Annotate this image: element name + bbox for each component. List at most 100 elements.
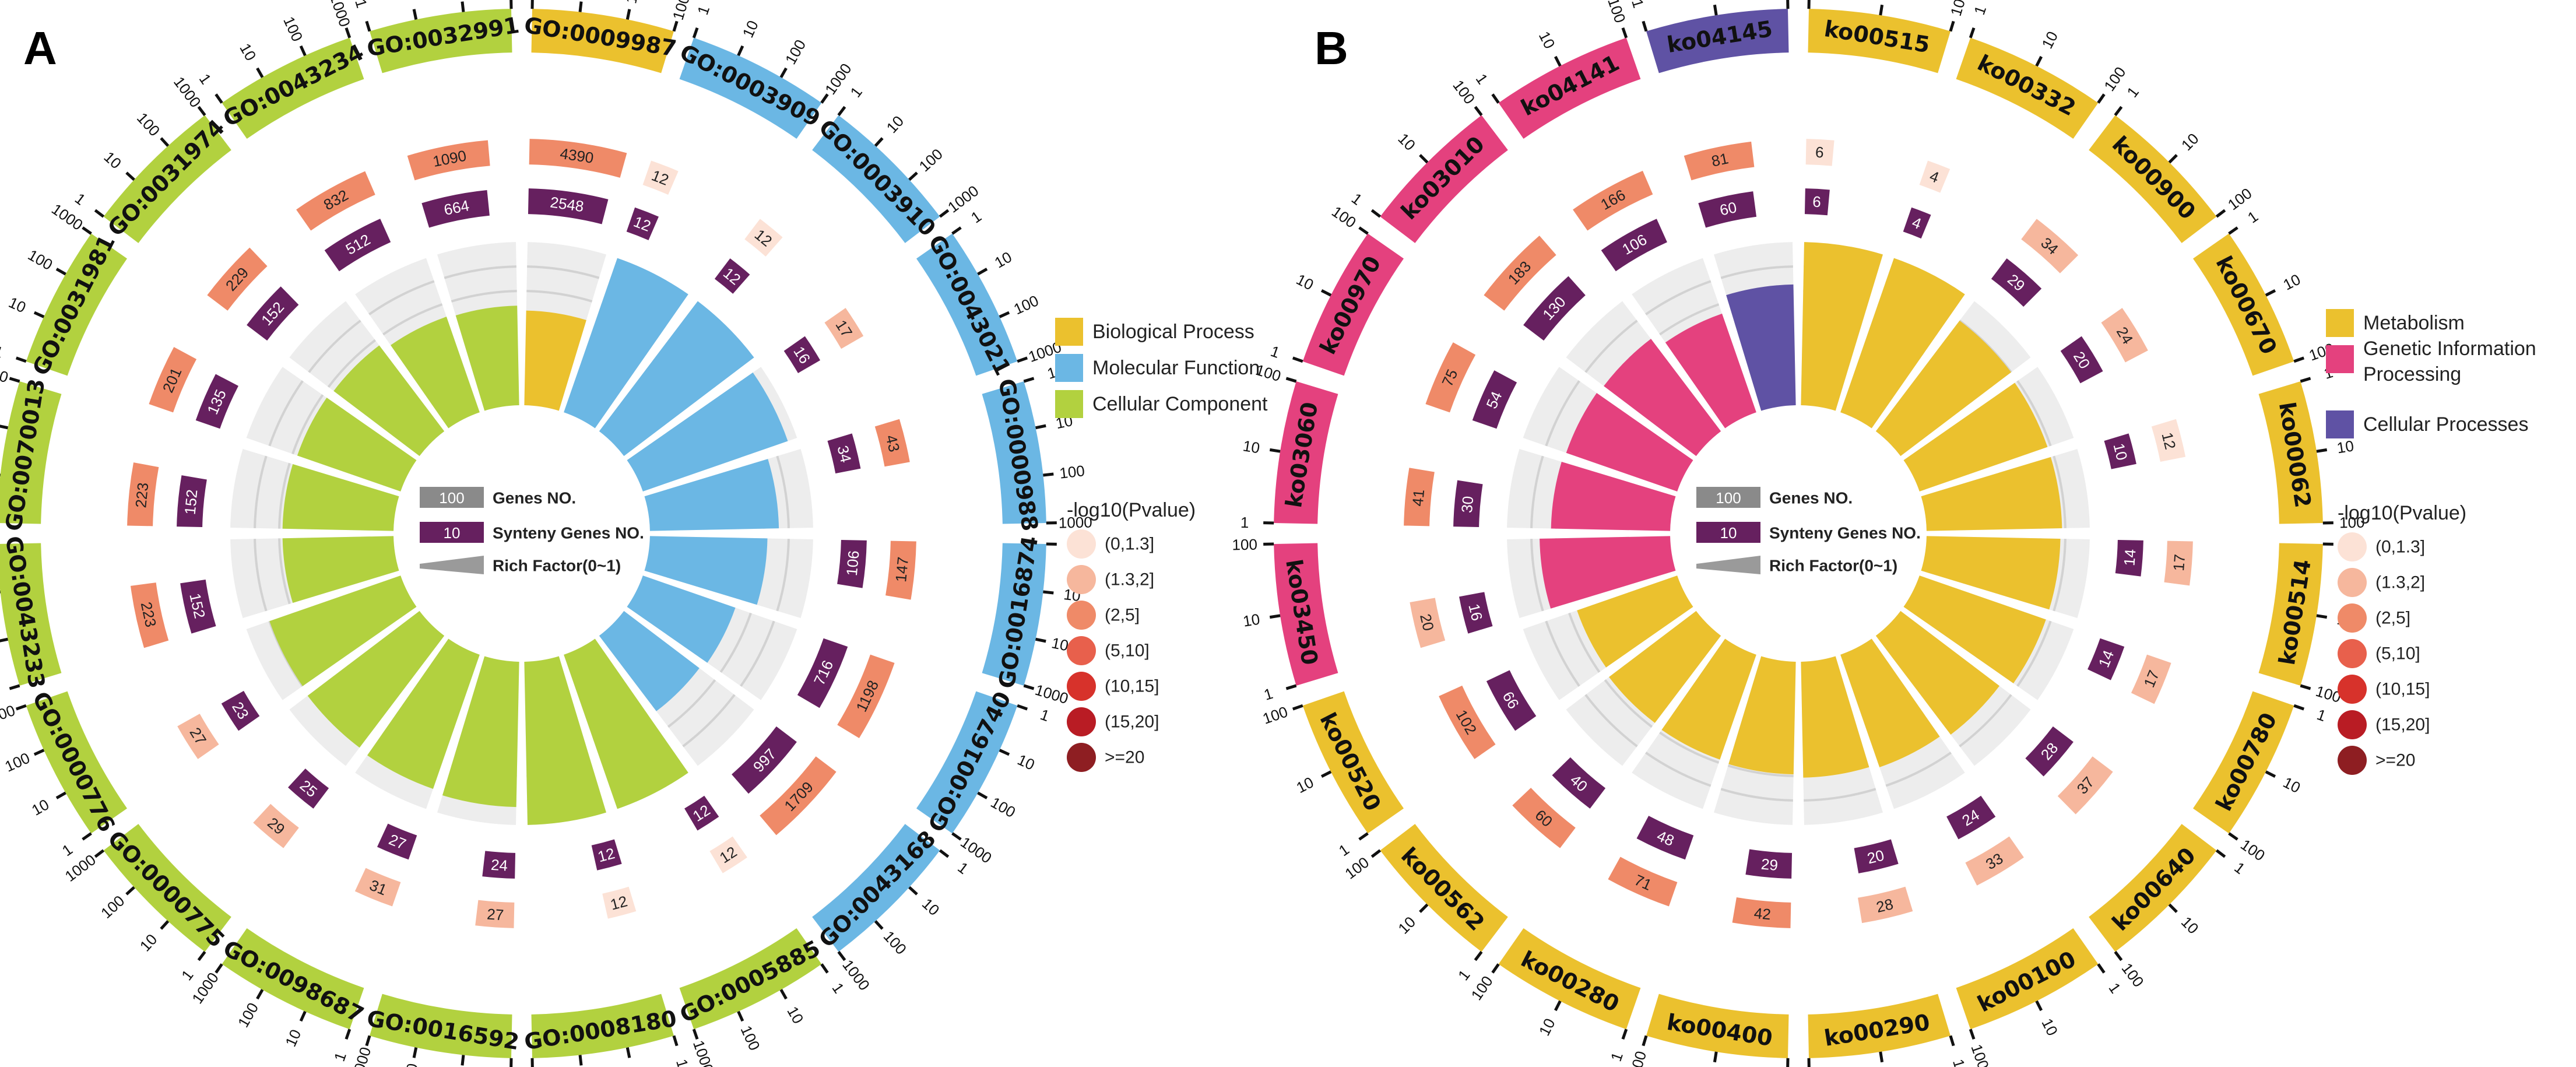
scale-tick [837, 950, 846, 961]
scale-tick [256, 67, 264, 78]
rich-factor-bar [524, 656, 606, 825]
genes-bar [2151, 419, 2186, 462]
pvalue-legend-label: (15,20] [2375, 715, 2430, 735]
scale-tick-label: 1000 [0, 701, 17, 729]
genes-count-label: 12 [2158, 431, 2179, 451]
scale-tick [951, 226, 962, 235]
pvalue-legend: -log10(Pvalue)(0,1.3](1.3,2](2,5](5,10](… [1067, 499, 1196, 772]
pvalue-legend-dot [2338, 603, 2367, 633]
scale-tick-label: 10 [2178, 129, 2202, 154]
rich-factor-gridline [254, 455, 268, 528]
scale-tick [1292, 704, 1303, 711]
genes-bar [296, 171, 375, 231]
scale-tick [737, 1010, 744, 1022]
scale-tick-label: 100 [782, 37, 810, 68]
synteny-bar [684, 795, 719, 831]
scale-tick [2293, 356, 2305, 363]
genes-bar [407, 140, 490, 181]
scale-tick [1292, 356, 1303, 363]
scale-tick-label: 10 [883, 112, 908, 136]
genes-legend-box-label: 100 [439, 489, 464, 507]
rich-factor-gridline [382, 303, 443, 336]
scale-tick [1713, 4, 1718, 16]
scale-tick-label: 10 [1015, 751, 1038, 774]
synteny-bar [177, 475, 207, 528]
scale-tick-label: 1 [331, 1050, 350, 1064]
term-segment-ko04145: ko041451101008160 [1628, 0, 1796, 411]
scale-tick [94, 849, 105, 858]
category-legend-label: Metabolism [2363, 312, 2465, 334]
scale-tick [82, 226, 92, 235]
genes-count-label: 28 [1875, 895, 1895, 916]
term-band [1956, 37, 2099, 139]
scale-tick [0, 637, 8, 643]
rich-factor-gridline [719, 612, 752, 673]
scale-tick-label: 100 [97, 892, 128, 922]
synteny-bar [827, 433, 861, 473]
pvalue-legend-label: (5,10] [2375, 644, 2420, 664]
genes-bar [1404, 468, 1435, 527]
pvalue-legend-label: (0,1.3] [1105, 535, 1154, 554]
scale-tick-label: 10 [739, 17, 762, 40]
rich-factor-gridline [526, 290, 593, 303]
scale-tick [2035, 55, 2043, 67]
scale-tick-label: 10 [2280, 773, 2303, 796]
genes-count-label: 27 [486, 905, 504, 924]
rich-factor-gridline [1720, 265, 1793, 279]
category-legend-swatch [1055, 390, 1083, 418]
scale-tick-label: 1 [0, 342, 5, 361]
rich-factor-bar [627, 372, 788, 492]
rich-factor-bar [1921, 457, 2062, 531]
scale-tick-label: 1 [1472, 71, 1492, 87]
rich-factor-bar [367, 638, 480, 789]
scale-tick [999, 749, 1010, 756]
genes-count-label: 42 [1753, 904, 1772, 924]
scale-tick-label: 1 [1268, 342, 1282, 361]
pvalue-legend-label: (10,15] [2375, 680, 2430, 699]
scale-tick [1043, 590, 1054, 595]
scale-tick [33, 311, 45, 318]
scale-tick [2265, 770, 2276, 778]
scale-tick-label: 1 [1336, 840, 1352, 859]
category-legend-label: Molecular Function [1092, 357, 1260, 379]
rich-factor-gridline [1568, 612, 1601, 673]
scale-tick-label: 10 [1242, 437, 1261, 457]
category-legend-label: Cellular Component [1092, 393, 1268, 415]
scale-tick-label: 10 [2038, 1016, 2061, 1038]
scale-tick-label: 100 [2, 749, 33, 775]
scale-tick [939, 209, 950, 218]
synteny-bar [247, 286, 299, 341]
rich-factor-bar [282, 536, 399, 603]
scale-tick [197, 106, 206, 117]
term-band [812, 824, 940, 952]
term-band [1808, 9, 1951, 73]
rich-factor-gridline [308, 320, 361, 373]
scale-tick [1969, 1029, 1976, 1040]
scale-tick-label: 1 [2244, 208, 2261, 227]
scale-tick [820, 963, 829, 974]
scale-tick [2316, 614, 2328, 619]
synteny-bar [421, 190, 490, 228]
genes-legend-label: Genes NO. [1769, 489, 1853, 507]
scale-tick [345, 1029, 352, 1040]
category-legend-label: Biological Process [1092, 321, 1254, 343]
scale-tick [215, 963, 223, 974]
scale-tick-label: 10 [282, 1027, 304, 1050]
genes-bar [824, 308, 864, 349]
term-band [0, 381, 62, 524]
pvalue-legend-dot [2338, 639, 2367, 668]
scale-tick [82, 832, 92, 841]
panel-a-circos: GO:0009987110100100043902548GO:000390911… [0, 0, 1268, 1067]
rich-factor-gridline [2016, 620, 2052, 687]
term-band [916, 233, 1018, 376]
term-segment-ko00515: ko0051511010066 [1801, 0, 1971, 411]
scale-tick-label: 1 [846, 83, 866, 101]
scale-tick [2168, 154, 2178, 164]
scale-tick-label: 1 [1949, 1057, 1969, 1067]
scale-tick [125, 171, 135, 181]
synteny-bar [1698, 191, 1757, 228]
